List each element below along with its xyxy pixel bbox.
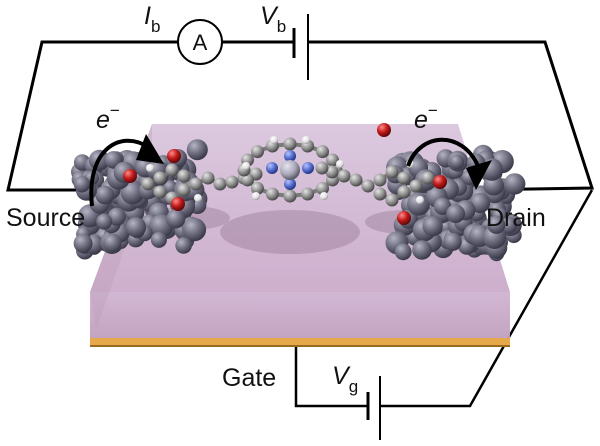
current-symbol: Ib — [144, 2, 160, 36]
electrode-atom — [107, 207, 126, 226]
metal-atom — [280, 160, 300, 180]
carbon-atom — [165, 163, 179, 177]
gate-label: Gate — [222, 364, 276, 392]
carbon-atom — [316, 145, 330, 159]
bias-circuit-wire — [6, 40, 595, 192]
electrode-atom — [500, 217, 518, 234]
electrode-atom — [166, 209, 186, 229]
hydrogen-atom — [194, 194, 202, 202]
hydrogen-atom — [146, 164, 154, 172]
carbon-atom — [421, 171, 435, 185]
carbon-atom — [201, 171, 215, 185]
carbon-atom — [153, 171, 167, 185]
electrode-atom — [103, 233, 122, 253]
carbon-atom — [337, 169, 351, 183]
electrode-atom — [504, 173, 526, 195]
nitrogen-atom — [302, 162, 314, 174]
carbon-atom — [283, 137, 297, 151]
carbon-atom — [325, 153, 339, 167]
hydrogen-atom — [302, 136, 310, 144]
oxygen-atom — [397, 211, 411, 225]
electrode-atom — [186, 139, 208, 161]
ammeter: A — [177, 19, 223, 65]
hydrogen-atom — [270, 136, 278, 144]
electrode-atom — [394, 243, 412, 261]
carbon-atom — [325, 165, 339, 179]
electrode-atom — [73, 176, 91, 193]
bias-battery-icon — [292, 14, 309, 80]
hydrogen-atom — [336, 160, 344, 168]
hydrogen-atom — [242, 162, 250, 170]
carbon-atom — [361, 179, 375, 193]
porphyrin-molecule — [123, 123, 447, 225]
electrode-atom — [446, 204, 465, 224]
electron-symbol-right: e− — [414, 101, 438, 134]
nitrogen-atom — [266, 162, 278, 174]
carbon-atom — [373, 187, 387, 201]
electrode-atom — [487, 215, 506, 234]
oxygen-atom — [123, 169, 137, 183]
electrode-atom — [422, 216, 443, 237]
carbon-atom — [141, 177, 155, 191]
hydrogen-atom — [416, 196, 424, 204]
hydrogen-atom — [320, 192, 328, 200]
hydrogen-atom — [252, 192, 260, 200]
electron-arrow-left — [89, 134, 164, 207]
nitrogen-atom — [284, 150, 296, 162]
carbon-atom — [397, 185, 411, 199]
drain-label: Drain — [486, 204, 546, 232]
carbon-atom — [409, 179, 423, 193]
electrode-atom — [96, 213, 113, 230]
carbon-atom — [301, 187, 315, 201]
gate-electrode-strip — [90, 338, 510, 346]
carbon-atom — [349, 173, 363, 187]
electrode-atom — [443, 232, 462, 251]
electron-arrow-right — [406, 137, 492, 190]
carbon-atom — [177, 169, 191, 183]
source-label: Source — [6, 204, 85, 232]
carbon-atom — [189, 177, 203, 191]
electrode-atom — [412, 240, 432, 260]
carbon-atom — [177, 183, 191, 197]
nitrogen-atom — [284, 178, 296, 190]
electrode-atom — [73, 233, 93, 253]
carbon-atom — [283, 189, 297, 203]
carbon-atom — [385, 165, 399, 179]
gate-battery-icon — [366, 376, 381, 440]
electrode-atom — [95, 185, 115, 205]
carbon-atom — [225, 175, 239, 189]
oxygen-atom — [377, 123, 391, 137]
carbon-atom — [373, 173, 387, 187]
oxygen-atom — [171, 197, 185, 211]
electrode-atom — [449, 154, 465, 170]
gate-voltage-symbol: Vg — [332, 362, 358, 396]
carbon-atom — [250, 145, 264, 159]
electrode-atom — [150, 231, 167, 248]
gate-circuit-wire — [294, 189, 594, 408]
oxygen-atom — [433, 175, 447, 189]
electrode-atom — [407, 192, 430, 216]
carbon-atom — [315, 161, 329, 175]
carbon-atom — [250, 181, 264, 195]
electrode-atom — [175, 237, 192, 254]
bias-voltage-symbol: Vb — [260, 2, 286, 36]
electrode-atom — [120, 180, 145, 205]
ammeter-label: A — [193, 30, 208, 55]
oxygen-atom — [167, 149, 181, 163]
carbon-atom — [397, 171, 411, 185]
electrode-atom — [125, 217, 147, 238]
electrode-atom — [182, 217, 207, 242]
carbon-atom — [153, 185, 167, 199]
carbon-atom — [265, 187, 279, 201]
electron-symbol-left: e− — [96, 101, 120, 134]
carbon-atom — [213, 177, 227, 191]
carbon-atom — [241, 173, 255, 187]
carbon-atom — [316, 181, 330, 195]
carbon-atom — [385, 193, 399, 207]
